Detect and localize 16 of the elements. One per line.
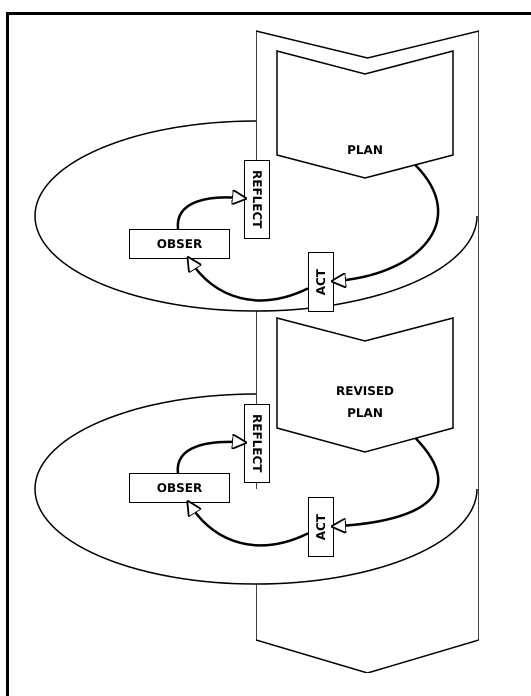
curved-arrow — [176, 433, 248, 473]
curved-arrow — [186, 500, 308, 547]
chevron-shape — [277, 51, 453, 178]
stage-label: REFLECT — [244, 160, 270, 239]
curved-arrow — [330, 164, 439, 288]
stage-label: OBSER — [129, 229, 230, 259]
curved-arrow — [330, 437, 440, 534]
curved-arrow — [176, 189, 248, 229]
stage-label: ACT — [308, 497, 334, 557]
step-label: REVISED PLAN — [335, 383, 395, 422]
step-label: PLAN — [346, 142, 384, 159]
chevron-shape — [277, 318, 453, 452]
stage-label: OBSER — [129, 473, 230, 503]
stage-label: REFLECT — [244, 404, 270, 483]
curved-arrow — [186, 256, 308, 302]
stage-label: ACT — [308, 252, 334, 312]
